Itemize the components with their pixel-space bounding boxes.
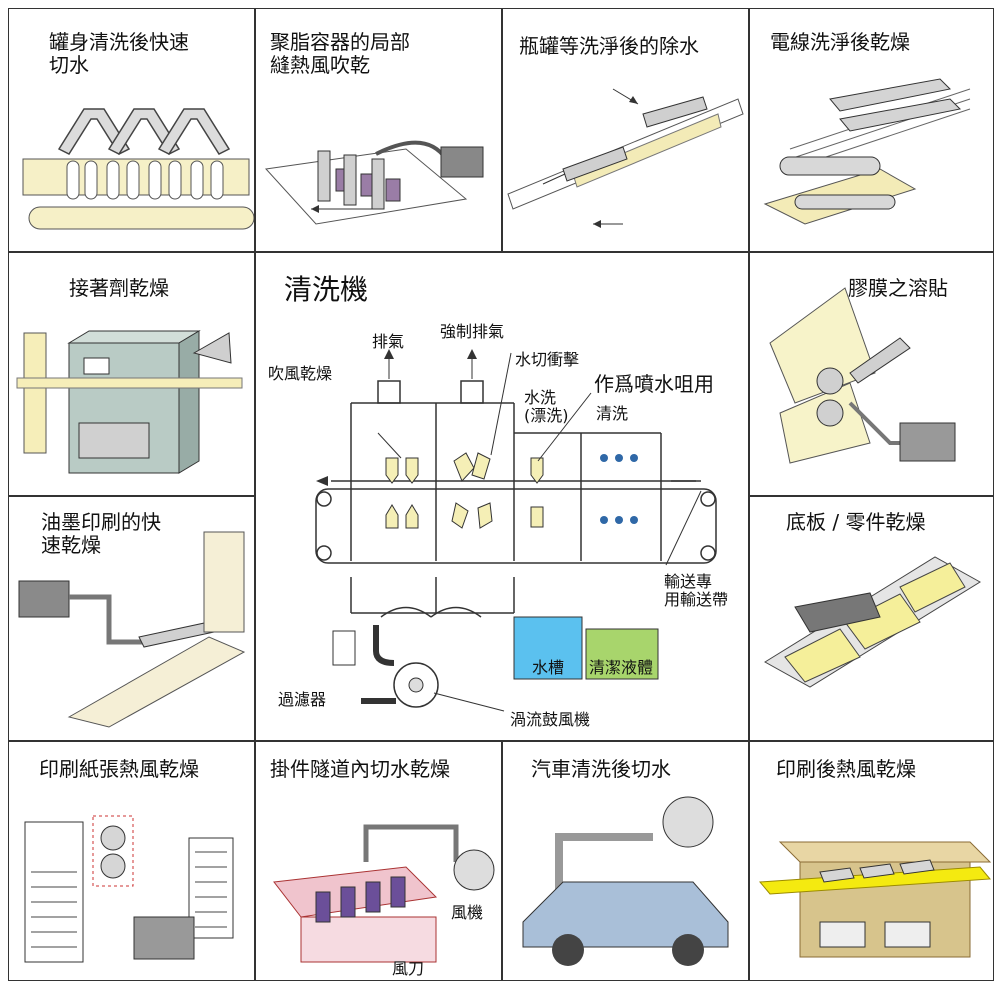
cell-car-cut-water: 汽車清洗後切水 (502, 741, 749, 981)
tunnel-dry-illustration (273, 824, 495, 963)
cell-film-weld: 膠膜之溶貼 (749, 252, 994, 496)
can-rollers-illustration (22, 108, 254, 230)
cell-resin-container: 聚脂容器的局部 縫熱風吹乾 (255, 8, 502, 252)
caption-resin-container: 聚脂容器的局部 縫熱風吹乾 (270, 30, 410, 77)
cell-board-dry: 底板 / 零件乾燥 (749, 496, 994, 741)
label-cleaning-fluid: 清潔液體 (589, 658, 654, 677)
wire-dry-illustration (763, 78, 971, 225)
cell-can-cut-water: 罐身清洗後快速 切水 (8, 8, 255, 252)
caption-can-cut-water: 罐身清洗後快速 切水 (49, 30, 189, 77)
label-filter: 過濾器 (278, 690, 327, 709)
caption-board-dry: 底板 / 零件乾燥 (786, 510, 926, 534)
caption-car-cut-water: 汽車清洗後切水 (531, 757, 671, 781)
cell-ink-dry: 油墨印刷的快 速乾燥 (8, 496, 255, 741)
label-tunnel-blower: 風機 (451, 903, 484, 922)
cell-print-hot-dry: 印刷後熱風乾燥 (749, 741, 994, 981)
bottle-conveyor-illustration (507, 88, 744, 228)
print-hot-dry-illustration (758, 841, 992, 958)
washer-title: 清洗機 (284, 273, 369, 306)
cell-tunnel-dry: 掛件隧道內切水乾燥 風機 風刀 (255, 741, 502, 981)
caption-tunnel-dry: 掛件隧道內切水乾燥 (270, 757, 450, 781)
caption-bottle-dewater: 瓶罐等洗淨後的除水 (519, 34, 699, 58)
car-cut-water-illustration (522, 796, 729, 966)
cell-paper-dry: 印刷紙張熱風乾燥 (8, 741, 255, 981)
caption-wire-dry: 電線洗淨後乾燥 (770, 30, 910, 54)
label-conveyor: 輸送專 用輸送帶 (664, 572, 729, 609)
label-water-cut-impact: 水切衝擊 (515, 350, 580, 369)
label-wash: 清洗 (596, 404, 629, 423)
label-water-tank: 水槽 (532, 658, 565, 677)
caption-film-weld: 膠膜之溶貼 (848, 276, 948, 300)
caption-ink-dry: 油墨印刷的快 速乾燥 (41, 510, 161, 557)
caption-print-hot-dry: 印刷後熱風乾燥 (776, 757, 916, 781)
label-forced-exhaust: 強制排氣 (440, 322, 505, 341)
label-rinse: 水洗 (漂洗) (524, 388, 569, 425)
cell-adhesive-dry: 接著劑乾燥 (8, 252, 255, 496)
label-spray-nozzle: 作爲噴水咀用 (594, 372, 714, 396)
label-air-knife: 風刀 (392, 959, 425, 978)
caption-paper-dry: 印刷紙張熱風乾燥 (39, 757, 199, 781)
paper-dry-illustration (24, 815, 234, 963)
film-weld-illustration (769, 287, 956, 464)
cell-bottle-dewater: 瓶罐等洗淨後的除水 (502, 8, 749, 252)
resin-container-illustration (264, 140, 484, 225)
cell-wire-dry: 電線洗淨後乾燥 (749, 8, 994, 252)
caption-adhesive-dry: 接著劑乾燥 (69, 276, 169, 300)
adhesive-dryer-illustration (16, 330, 243, 474)
ink-dry-illustration (18, 531, 246, 728)
cell-washer: 清洗機 (255, 252, 749, 741)
label-exhaust: 排氣 (372, 332, 405, 351)
washer-machine-diagram (315, 349, 717, 712)
board-dry-illustration (764, 556, 981, 688)
label-vortex-blower: 渦流鼓風機 (510, 710, 591, 729)
label-blow-dry: 吹風乾燥 (268, 364, 333, 383)
